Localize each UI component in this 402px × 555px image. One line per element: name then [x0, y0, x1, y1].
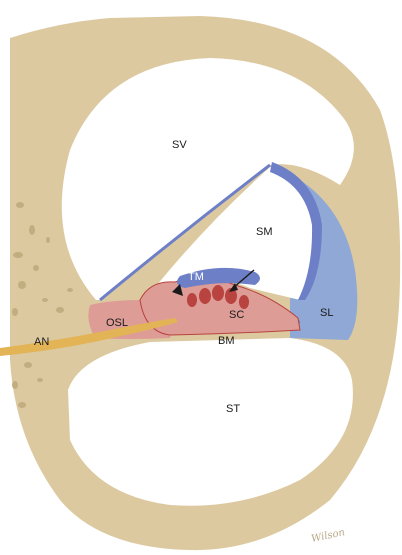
label-tm: TM: [188, 271, 204, 283]
hair-cells: [187, 285, 249, 309]
scala-media: [145, 167, 316, 300]
artist-signature: Wilson: [310, 527, 346, 545]
label-sm: SM: [256, 226, 273, 238]
bone-pores: [12, 202, 73, 408]
scala-vestibuli: [61, 58, 354, 300]
label-sv: SV: [172, 139, 187, 151]
label-st: ST: [226, 403, 240, 415]
label-sl: SL: [320, 307, 333, 319]
stria-vascularis: [270, 162, 322, 300]
label-bm: BM: [218, 335, 235, 347]
label-an: AN: [34, 336, 49, 348]
reissners-membrane: [99, 163, 271, 302]
arrowhead-marker: [172, 284, 183, 296]
label-osl: OSL: [106, 317, 128, 329]
label-sc: SC: [229, 309, 244, 321]
scala-tympani: [68, 338, 353, 506]
auditory-nerve: [0, 318, 178, 356]
pointer-arrow: [229, 269, 255, 292]
